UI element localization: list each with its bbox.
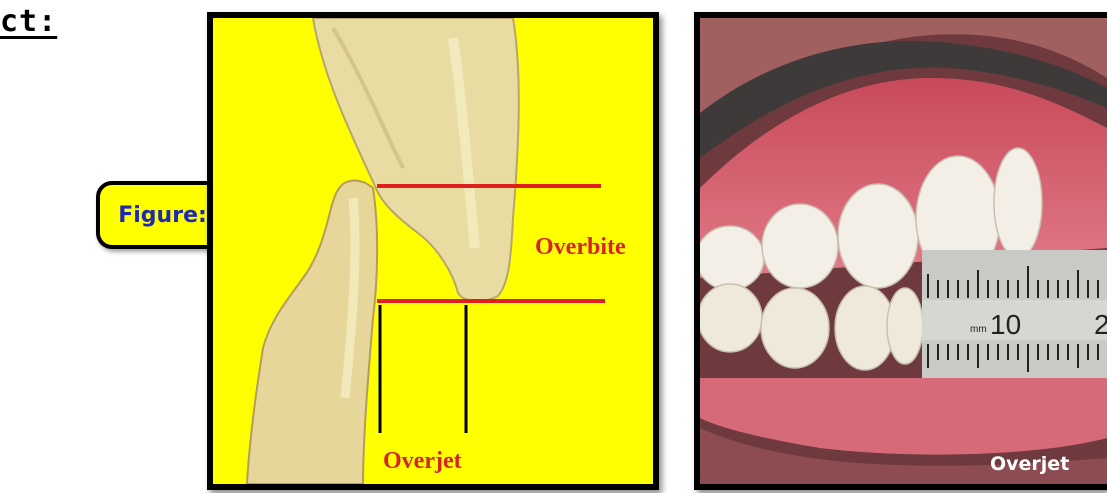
ruler-unit: mm xyxy=(970,324,987,335)
diagram-svg: Overbite Overjet xyxy=(213,18,653,484)
section-heading: ct: xyxy=(0,4,57,39)
ruler-edge-digit: 2 xyxy=(1094,309,1107,340)
overbite-label: Overbite xyxy=(535,234,626,260)
overbite-overjet-diagram: Overbite Overjet xyxy=(207,12,659,490)
overjet-label: Overjet xyxy=(383,448,462,474)
photo-svg: mm 10 2 Overjet xyxy=(700,18,1107,484)
measurement-ruler: mm 10 2 xyxy=(922,250,1107,378)
clinical-photo: mm 10 2 Overjet xyxy=(694,12,1107,490)
photo-caption: Overjet xyxy=(990,453,1069,475)
ruler-mark: 10 xyxy=(990,309,1021,340)
